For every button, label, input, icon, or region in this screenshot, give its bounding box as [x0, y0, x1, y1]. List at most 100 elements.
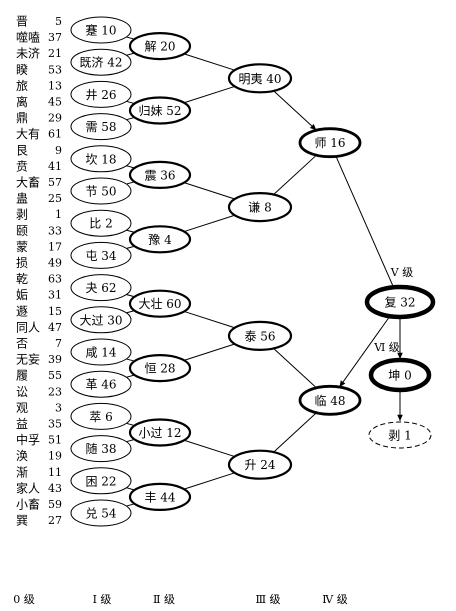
node-level2-label: 震 36 [144, 168, 175, 182]
node-level2-label: 豫 4 [148, 233, 172, 247]
leaf-number: 11 [48, 466, 62, 479]
leaf-name: 大畜 [16, 175, 40, 190]
leaf-number: 55 [48, 369, 62, 382]
leaf-number: 13 [48, 79, 62, 92]
node-level3-label: 明夷 40 [238, 71, 281, 86]
node-level1-label: 兑 54 [85, 507, 116, 521]
leaf-name: 同人 [16, 320, 40, 334]
leaf-name: 蒙 [16, 240, 28, 254]
edge-l2-l3 [183, 472, 235, 490]
leaf-name: 艮 [16, 143, 28, 157]
leaf-name: 旅 [16, 79, 28, 93]
node-level1 [70, 370, 132, 398]
edge-l4-l5 [335, 156, 394, 288]
leaf-name: 蛊 [16, 192, 28, 206]
leaf-name: 贲 [16, 159, 28, 173]
node-extra-bo [368, 421, 432, 449]
node-level1 [70, 48, 132, 76]
edge-l2-l3 [183, 214, 235, 233]
leaf-name: 巽 [16, 514, 28, 528]
node-level2 [128, 160, 192, 189]
level-label-2: Ⅱ 级 [153, 593, 175, 606]
node-level1-label: 节 50 [85, 185, 116, 199]
node-level1-label: 咸 14 [85, 346, 116, 360]
leaf-number: 31 [48, 289, 62, 302]
edge-l3-l4 [273, 90, 317, 131]
leaf-number: 59 [48, 498, 62, 511]
leaf-name: 乾 [16, 272, 28, 286]
node-level2 [128, 354, 192, 383]
leaf-name: 否 [16, 337, 28, 351]
leaf-name: 晋 [16, 15, 28, 29]
node-level1 [70, 177, 132, 205]
leaf-number: 29 [48, 112, 62, 125]
node-level4-label: 师 16 [314, 136, 345, 150]
leaf-number: 39 [48, 353, 62, 366]
node-level2-label: 恒 28 [144, 362, 175, 376]
leaf-name: 渐 [16, 465, 28, 479]
leaf-number: 33 [48, 224, 62, 237]
node-level2-label: 大壮 60 [138, 297, 181, 311]
edge-l2-l3 [183, 85, 235, 104]
node-level1 [70, 499, 132, 527]
node-level1 [70, 467, 132, 495]
level-label-4: Ⅳ 级 [322, 593, 348, 606]
leaf-name: 小畜 [16, 497, 40, 512]
node-level1-label: 需 58 [85, 120, 116, 134]
leaf-number: 17 [48, 240, 62, 253]
node-level1 [70, 80, 132, 108]
node-level2 [128, 225, 192, 254]
leaf-name: 观 [16, 401, 28, 415]
node-level1 [70, 209, 132, 237]
node-level1 [70, 306, 132, 334]
leaf-number: 53 [48, 63, 62, 76]
node-level2-label: 解 20 [144, 40, 175, 54]
node-level3 [227, 63, 293, 94]
node-level2 [128, 482, 192, 511]
level-label-0: 0 级 [13, 593, 35, 606]
node-level1-label: 大过 30 [79, 313, 122, 327]
node-level1 [70, 113, 132, 141]
node-level1-label: 比 2 [89, 217, 112, 231]
node-level2 [128, 96, 192, 125]
leaf-number: 1 [55, 208, 62, 221]
node-level5 [364, 284, 436, 320]
leaf-name: 噬嗑 [16, 30, 40, 45]
level-label-3: Ⅲ 级 [255, 593, 280, 606]
node-level3 [227, 320, 293, 351]
node-level1-label: 随 38 [85, 441, 116, 456]
leaf-name: 履 [16, 369, 28, 383]
node-level6-label: 坤 0 [388, 368, 411, 383]
leaf-name: 讼 [16, 385, 28, 399]
level-label-6: Ⅵ 级 [373, 341, 400, 354]
node-level3-label: 升 24 [244, 458, 275, 472]
leaf-name: 损 [16, 256, 28, 270]
node-level1-label: 井 26 [85, 88, 116, 102]
leaf-number: 27 [48, 514, 62, 527]
level-label-5: Ⅴ 级 [390, 266, 413, 279]
node-level1 [70, 402, 132, 430]
node-level1 [70, 145, 132, 173]
leaf-number: 25 [48, 192, 62, 205]
level-label-1: Ⅰ 级 [93, 593, 112, 606]
node-extra-bo-label: 剥 1 [388, 429, 411, 443]
node-level1-label: 坎 18 [85, 152, 116, 166]
node-level1 [70, 338, 132, 366]
node-level3-label: 谦 8 [248, 201, 271, 215]
edge-l3-l4 [273, 412, 317, 453]
node-level2 [128, 289, 192, 318]
node-level3 [227, 449, 293, 480]
leaf-name: 益 [16, 417, 28, 431]
edge-l2-l3 [183, 310, 235, 329]
edge-l2-l3 [183, 439, 235, 458]
leaf-number: 23 [48, 385, 62, 398]
leaf-number: 21 [48, 47, 62, 60]
leaf-name: 颐 [16, 224, 28, 238]
node-level2 [128, 31, 192, 61]
leaf-number: 19 [48, 450, 62, 463]
node-level3 [227, 192, 293, 223]
leaf-number: 49 [48, 257, 62, 270]
leaf-number: 51 [48, 434, 62, 447]
leaf-number: 37 [48, 31, 62, 44]
